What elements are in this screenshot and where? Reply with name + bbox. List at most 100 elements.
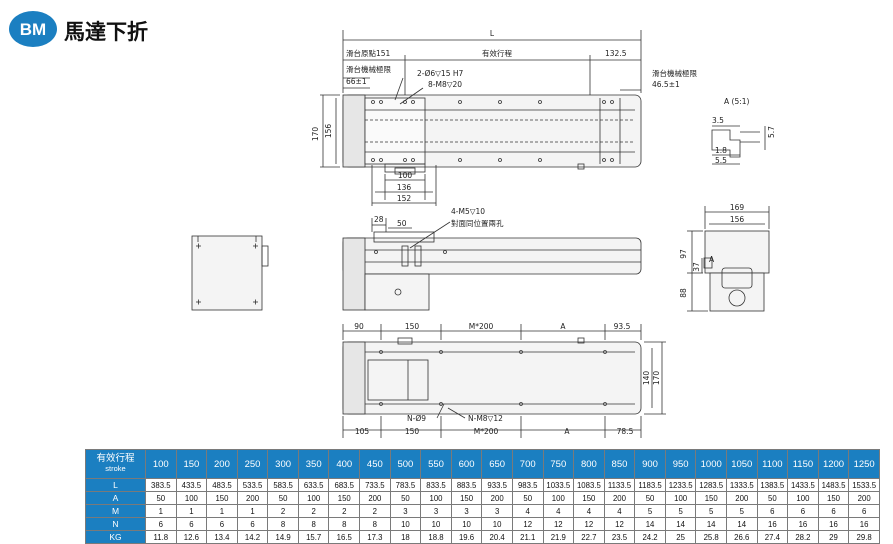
spec-cell: 12 (573, 517, 605, 531)
hole-note-n-ø9: N-Ø9 (407, 414, 426, 423)
spec-cell: 1 (175, 504, 208, 518)
spec-cell: 150 (573, 491, 605, 505)
spec-cell: 50 (145, 491, 177, 505)
spec-cell: 5 (634, 504, 666, 518)
spec-cell: 50 (267, 491, 299, 505)
spec-cell: 50 (389, 491, 422, 505)
drawing-labels: L 滑台原點151 有效行程 132.5 滑台機械極限 66±1 滑台機械極限 … (311, 29, 776, 436)
dim-150-bottom: 150 (405, 427, 420, 436)
spec-cell: 15.7 (297, 530, 330, 544)
spec-cell: 14 (725, 517, 758, 531)
spec-cell: 6 (206, 517, 238, 531)
spec-cell: 200 (236, 491, 269, 505)
spec-cell: 4 (573, 504, 605, 518)
spec-cell: 100 (787, 491, 819, 505)
spec-cell: 150 (450, 491, 483, 505)
spec-cell: 4 (511, 504, 544, 518)
dim-152: 152 (397, 194, 412, 203)
spec-cell: 10 (389, 517, 422, 531)
spec-row-label: KG (85, 530, 146, 544)
limit-right-value: 46.5±1 (652, 80, 680, 89)
spec-cell: 983.5 (511, 478, 544, 492)
spec-cell: 23.5 (603, 530, 636, 544)
stroke-col-header: 750 (542, 449, 575, 479)
stroke-col-header: 950 (664, 449, 697, 479)
side-hole-note-2: 對面同位置兩孔 (451, 218, 504, 228)
spec-cell: 16 (848, 517, 880, 531)
stroke-col-header: 450 (359, 449, 391, 479)
spec-cell: 1 (236, 504, 269, 518)
stroke-col-header: 1050 (725, 449, 758, 479)
stroke-col-header: 150 (175, 449, 208, 479)
spec-cell: 1 (206, 504, 238, 518)
spec-cell: 29 (817, 530, 850, 544)
spec-cell: 6 (817, 504, 850, 518)
stroke-col-header: 400 (328, 449, 361, 479)
stroke-col-header: 550 (420, 449, 452, 479)
dim-100: 100 (398, 171, 413, 180)
spec-cell: 8 (267, 517, 299, 531)
stroke-col-header: 100 (145, 449, 177, 479)
spec-cell: 5 (695, 504, 727, 518)
spec-cell: 583.5 (267, 478, 299, 492)
dim-97: 97 (679, 249, 688, 259)
spec-cell: 10 (420, 517, 452, 531)
spec-cell: 833.5 (420, 478, 452, 492)
spec-cell: 13.4 (206, 530, 238, 544)
dim-37: 37 (692, 262, 701, 272)
stroke-header-sublabel: stroke (105, 464, 126, 473)
spec-cell: 383.5 (145, 478, 177, 492)
spec-cell: 10 (450, 517, 483, 531)
spec-cell: 8 (297, 517, 330, 531)
dim-156-left: 156 (324, 124, 333, 139)
spec-cell: 3 (420, 504, 452, 518)
dim-L: L (490, 29, 495, 38)
stroke-col-header: 850 (603, 449, 636, 479)
limit-right-label: 滑台機械極限 (652, 68, 697, 78)
spec-cell: 14 (695, 517, 727, 531)
spec-cell: 200 (481, 491, 513, 505)
spec-cell: 17.3 (359, 530, 391, 544)
hole-note-8-m8: 8-M8▽20 (428, 80, 462, 89)
spec-cell: 14.9 (267, 530, 299, 544)
limit-left-label: 滑台機械極限 (346, 64, 391, 74)
spec-cell: 100 (420, 491, 452, 505)
spec-cell: 8 (359, 517, 391, 531)
hole-note-n-m8: N-M8▽12 (468, 414, 503, 423)
technical-drawing: L 滑台原點151 有效行程 132.5 滑台機械極限 66±1 滑台機械極限 … (191, 29, 776, 438)
dim-150-top: 150 (405, 322, 420, 331)
limit-left-value: 66±1 (346, 77, 367, 86)
spec-cell: 1133.5 (603, 478, 636, 492)
spec-cell: 19.6 (450, 530, 483, 544)
spec-cell: 12 (603, 517, 636, 531)
spec-cell: 150 (695, 491, 727, 505)
bottom-view (342, 324, 666, 438)
spec-cell: 16 (787, 517, 819, 531)
spec-cell: 14 (664, 517, 697, 531)
end-view (687, 206, 770, 312)
spec-cell: 16 (817, 517, 850, 531)
stroke-col-header: 350 (297, 449, 330, 479)
spec-cell: 6 (236, 517, 269, 531)
detail-a-view (711, 125, 766, 165)
spec-cell: 533.5 (236, 478, 269, 492)
spec-cell: 12 (511, 517, 544, 531)
dim-88: 88 (679, 288, 688, 298)
spec-cell: 5 (725, 504, 758, 518)
dim-93-5: 93.5 (614, 322, 631, 331)
dim-169: 169 (730, 203, 745, 212)
stroke-col-header: 650 (481, 449, 513, 479)
spec-row-label: A (85, 491, 146, 505)
spec-cell: 2 (328, 504, 361, 518)
stroke-col-header: 700 (511, 449, 544, 479)
spec-cell: 50 (634, 491, 666, 505)
dim-170-bottom: 170 (652, 371, 661, 386)
dim-50: 50 (397, 219, 407, 228)
spec-cell: 14 (634, 517, 666, 531)
spec-cell: 10 (481, 517, 513, 531)
spec-cell: 883.5 (450, 478, 483, 492)
